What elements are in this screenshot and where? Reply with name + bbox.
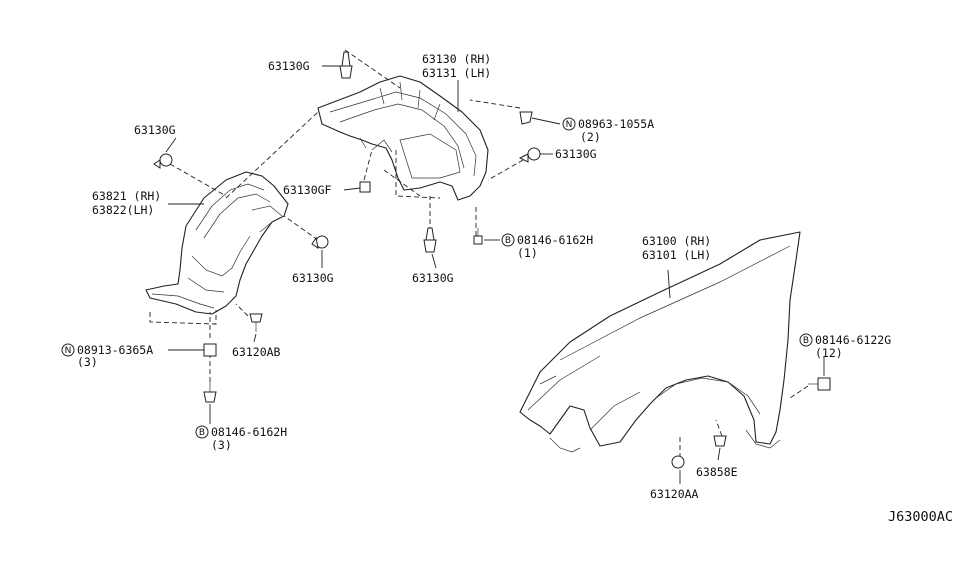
front-fender-liner — [145, 171, 289, 325]
label-clip-right-mid: 63130G — [555, 147, 597, 161]
nut-symbol-letter: N — [566, 120, 573, 130]
clip-icon — [311, 235, 329, 250]
front-fender-panel — [519, 231, 801, 453]
leader-lines — [165, 65, 825, 484]
label-clip-left-top: 63130G — [134, 123, 176, 137]
clip-icon — [339, 51, 353, 79]
bolt-icon — [473, 228, 483, 245]
label-bolt-6162-top-qty: (1) — [517, 246, 538, 260]
bolt-symbol-icon — [501, 233, 515, 247]
rear-fender-liner — [317, 75, 489, 201]
bolt-symbol-letter: B — [803, 336, 809, 346]
bolt-symbol-icon — [195, 425, 209, 439]
label-clip-center-bottom: 63130G — [412, 271, 454, 285]
fasteners — [153, 51, 831, 469]
label-rear-liner-rh: 63130 (RH) — [422, 52, 491, 66]
label-screw-120aa: 63120AA — [650, 487, 699, 501]
label-bolt-6162-bottom: 08146-6162H — [211, 425, 287, 439]
diagram-id: J63000AC — [888, 509, 953, 525]
label-rear-liner-lh: 63131 (LH) — [422, 66, 491, 80]
label-fender-rh: 63100 (RH) — [642, 234, 711, 248]
clip-icon — [423, 227, 437, 253]
nut-icon — [519, 111, 533, 125]
label-bolt-6122: 08146-6122G — [815, 333, 891, 347]
clip-icon — [359, 181, 371, 193]
nut-symbol-letter: N — [65, 346, 72, 356]
label-seal-858e: 63858E — [696, 465, 738, 479]
label-nut-1055-qty: (2) — [580, 130, 601, 144]
dashed-connectors — [169, 49, 809, 458]
nut-symbol-icon — [562, 117, 576, 131]
label-nut-1055: 08963-1055A — [578, 117, 654, 131]
screw-icon — [671, 455, 685, 469]
label-front-liner-lh: 63822(LH) — [92, 203, 154, 217]
label-clip-gf: 63130GF — [283, 183, 332, 197]
clip-icon — [153, 153, 173, 169]
bolt-symbol-letter: B — [199, 428, 205, 438]
seal-icon — [713, 435, 727, 447]
bolt-symbol-icon — [799, 333, 813, 347]
label-clip-left-bottom: 63130G — [292, 271, 334, 285]
label-bolt-6162-bottom-qty: (3) — [211, 438, 232, 452]
bolt-icon — [808, 377, 831, 391]
nut-icon — [203, 343, 217, 357]
label-fender-lh: 63101 (LH) — [642, 248, 711, 262]
part-labels: 63130G 63130 (RH) 63131 (LH) N 08963-105… — [61, 52, 953, 525]
label-nut-6365: 08913-6365A — [77, 343, 153, 357]
label-bolt-6162-top: 08146-6162H — [517, 233, 593, 247]
label-bolt-6122-qty: (12) — [815, 346, 843, 360]
label-screw-120ab: 63120AB — [232, 345, 281, 359]
label-front-liner-rh: 63821 (RH) — [92, 189, 161, 203]
nut-symbol-icon — [61, 343, 75, 357]
bolt-icon — [203, 380, 217, 403]
bolt-symbol-letter: B — [505, 236, 511, 246]
label-nut-6365-qty: (3) — [77, 355, 98, 369]
label-clip-top: 63130G — [268, 59, 310, 73]
screw-icon — [249, 313, 263, 332]
clip-icon — [518, 147, 541, 163]
